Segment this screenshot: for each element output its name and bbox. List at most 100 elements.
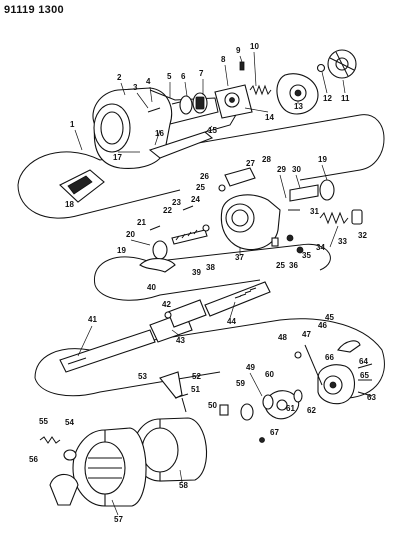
washer-spring	[179, 92, 208, 115]
callout-44: 44	[227, 317, 236, 326]
callout-8: 8	[221, 55, 226, 64]
turn-signal-switch	[214, 84, 253, 119]
callout-46: 46	[318, 321, 327, 330]
callout-43: 43	[176, 336, 185, 345]
lock-cylinder-housing-37	[220, 194, 281, 250]
lock-housing-cover	[59, 169, 105, 203]
steering-shaft-44	[204, 281, 271, 317]
callout-52: 52	[192, 372, 201, 381]
callout-64: 64	[359, 357, 368, 366]
bolt-50-51	[174, 393, 229, 416]
callout-55: 55	[39, 417, 48, 426]
callout-2: 2	[117, 73, 122, 82]
callout-58: 58	[179, 481, 188, 490]
callout-38: 38	[206, 263, 215, 272]
screws-row1	[147, 61, 245, 113]
callout-14: 14	[265, 113, 274, 122]
lock-rack-spring-33	[319, 209, 363, 225]
lever-40	[139, 258, 176, 273]
callout-5: 5	[167, 72, 172, 81]
callout-3: 3	[133, 83, 138, 92]
callout-22: 22	[163, 206, 172, 215]
ignition-switch-62	[317, 364, 355, 405]
callout-40: 40	[147, 283, 156, 292]
callout-labels: 1 2 3 4 5 6 7 8 9 10 11 12 13 14 15 16 1…	[29, 42, 376, 524]
callout-59: 59	[236, 379, 245, 388]
callout-19a: 19	[318, 155, 327, 164]
callout-61: 61	[286, 404, 295, 413]
callout-19b: 19	[117, 246, 126, 255]
callout-21: 21	[137, 218, 146, 227]
rod-52-53	[159, 371, 187, 413]
outer-jacket-58	[132, 417, 208, 482]
callout-9: 9	[236, 46, 241, 55]
sector-19	[152, 179, 335, 260]
callout-31: 31	[310, 207, 319, 216]
callout-49: 49	[246, 363, 255, 372]
callout-50: 50	[208, 401, 217, 410]
column-shroud	[92, 87, 219, 169]
callout-63: 63	[367, 393, 376, 402]
callout-65: 65	[360, 371, 369, 380]
callout-51: 51	[191, 385, 200, 394]
lever-45	[337, 340, 361, 353]
rings-59-60-61	[240, 389, 303, 421]
nut-54	[63, 449, 77, 461]
callout-1: 1	[70, 120, 75, 129]
shaft-lock-nut-11	[327, 49, 357, 79]
callout-60: 60	[265, 370, 274, 379]
spring-10	[249, 84, 272, 96]
lock-plate-12	[316, 63, 326, 73]
callout-62: 62	[307, 406, 316, 415]
rack-20	[171, 229, 208, 245]
callout-39: 39	[192, 268, 201, 277]
callout-24: 24	[191, 195, 200, 204]
callout-11: 11	[341, 94, 350, 103]
rod-47-48	[294, 344, 323, 386]
callout-27: 27	[246, 159, 255, 168]
callout-57: 57	[114, 515, 123, 524]
callout-67: 67	[270, 428, 279, 437]
document-id: 91119 1300	[4, 4, 64, 16]
callout-18: 18	[65, 200, 74, 209]
callout-53: 53	[138, 372, 147, 381]
screws-63	[357, 363, 373, 397]
callout-6: 6	[181, 72, 186, 81]
callout-28: 28	[262, 155, 271, 164]
callout-20: 20	[126, 230, 135, 239]
callout-54: 54	[65, 418, 74, 427]
small-parts-row2	[149, 184, 304, 254]
callout-16: 16	[155, 129, 164, 138]
callout-15: 15	[208, 126, 217, 135]
callout-37: 37	[235, 253, 244, 262]
callout-4: 4	[146, 77, 151, 86]
callout-48: 48	[278, 333, 287, 342]
callout-36: 36	[289, 261, 298, 270]
u-joint-43	[149, 299, 207, 343]
cancelling-cam	[276, 73, 319, 115]
callout-26: 26	[200, 172, 209, 181]
callout-23: 23	[172, 198, 181, 207]
screw-67	[259, 437, 265, 443]
callout-7: 7	[199, 69, 204, 78]
pin-42	[164, 311, 172, 319]
callout-17: 17	[113, 153, 122, 162]
inner-jacket-57	[72, 427, 147, 507]
spring-55	[39, 436, 61, 444]
lower-shaft-41	[59, 329, 156, 373]
callout-41: 41	[88, 315, 97, 324]
callout-10: 10	[250, 42, 259, 51]
callout-29: 29	[277, 165, 286, 174]
callout-13: 13	[294, 102, 303, 111]
callout-47: 47	[302, 330, 311, 339]
callout-45: 45	[325, 313, 334, 322]
callout-33: 33	[338, 237, 347, 246]
callout-56: 56	[29, 455, 38, 464]
lock-bolt	[289, 184, 319, 202]
callout-32: 32	[358, 231, 367, 240]
callout-66: 66	[325, 353, 334, 362]
callout-34: 34	[316, 243, 325, 252]
callout-35: 35	[302, 251, 311, 260]
tolerance-ring-56	[49, 473, 79, 506]
